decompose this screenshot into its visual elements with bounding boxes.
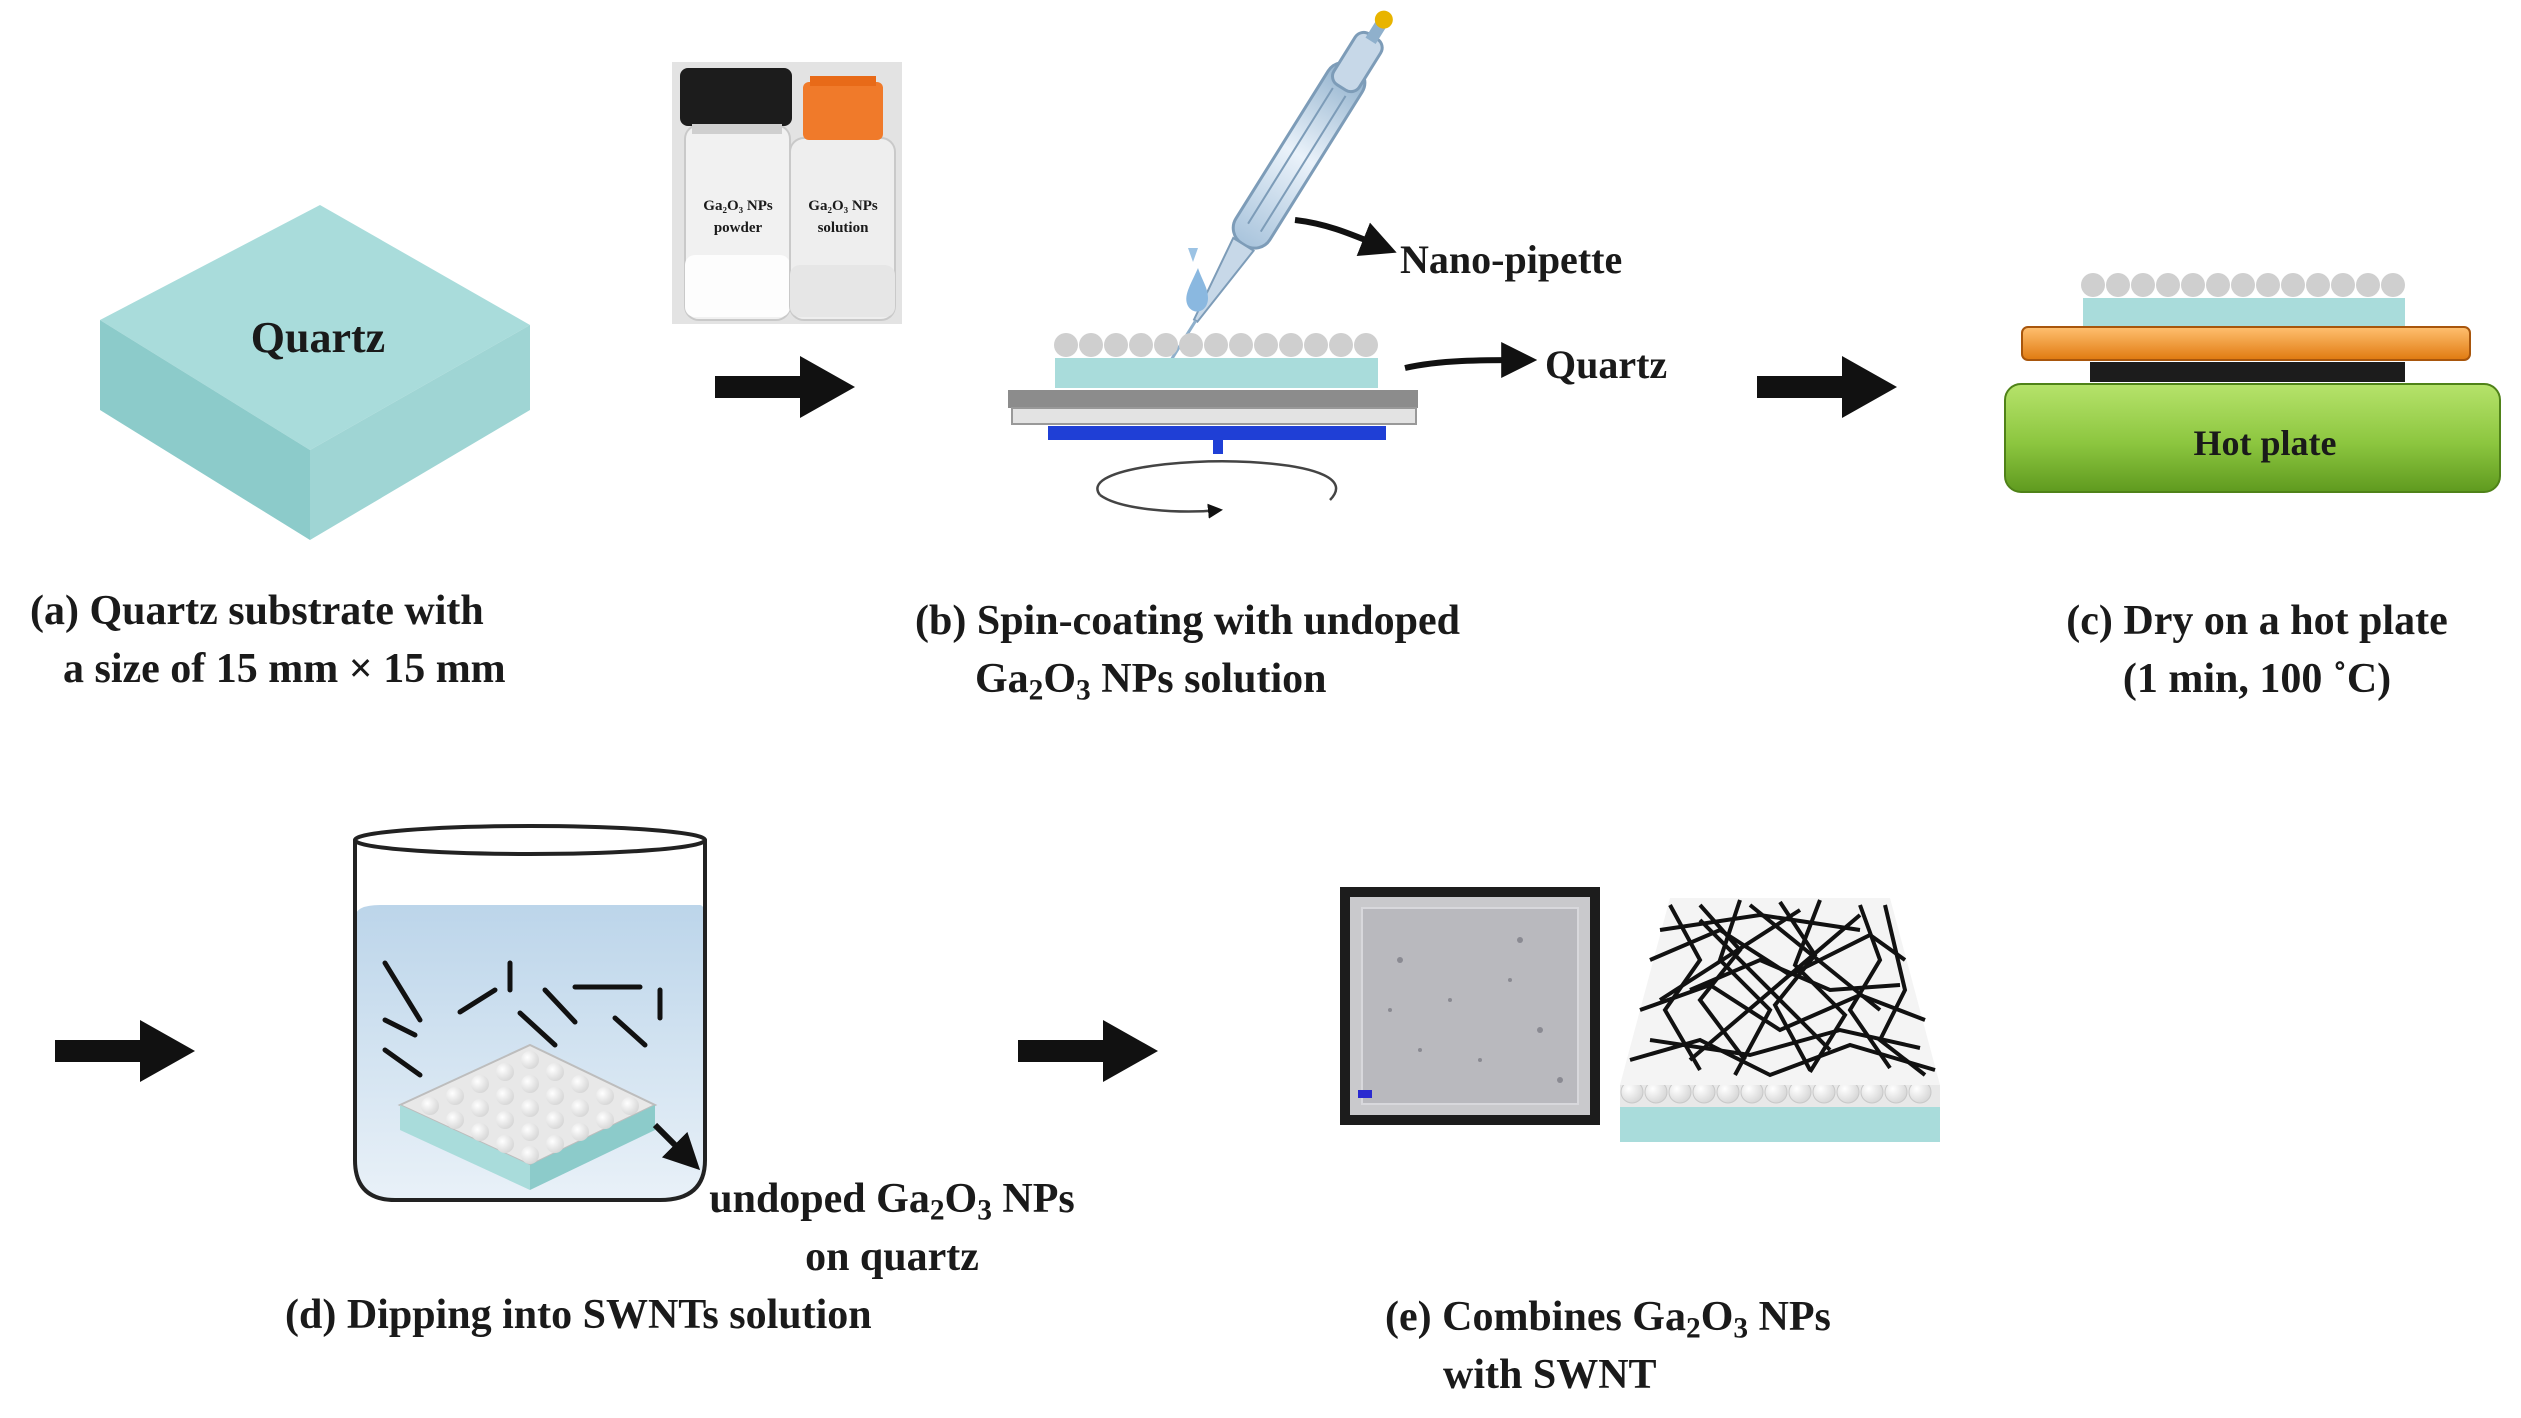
caption-c-line1: (c) Dry on a hot plate — [2066, 598, 2448, 644]
caption-a-line2: a size of 15 mm × 15 mm — [63, 646, 506, 692]
caption-c-line2: (1 min, 100 ˚C) — [2122, 656, 2392, 702]
quartz-substrate: Quartz — [100, 205, 530, 540]
bottle-left-label-1: Ga₂O₃ NPs — [703, 198, 773, 214]
caption-b: (b) Spin-coating with undoped Ga2O3 NPs … — [915, 592, 1460, 708]
swnt-network-model — [1620, 898, 1940, 1142]
pipette-pointer: Nano-pipette — [1294, 217, 1622, 282]
caption-a-line1: (a) Quartz substrate with — [30, 588, 484, 634]
bottle-right-label-1: Ga₂O₃ NPs — [808, 198, 878, 214]
caption-d: (d) Dipping into SWNTs solution — [285, 1286, 872, 1344]
caption-e: (e) Combines Ga2O3 NPs with SWNT — [1385, 1288, 1831, 1404]
caption-e-line2: with SWNT — [1443, 1352, 1657, 1398]
arrow-d-to-e — [1018, 1020, 1158, 1082]
quartz-pointer-label: Quartz — [1545, 342, 1667, 387]
label-d-quartz: undoped Ga2O3 NPs on quartz — [682, 1170, 1102, 1286]
hot-plate-assembly: Hot plate — [2004, 273, 2501, 493]
quartz-pointer: Quartz — [1404, 342, 1667, 387]
label-d-line2: on quartz — [805, 1234, 979, 1280]
quartz-block-label: Quartz — [251, 313, 385, 362]
caption-d-line1: (d) Dipping into SWNTs solution — [285, 1292, 872, 1338]
caption-a: (a) Quartz substrate with a size of 15 m… — [30, 582, 506, 698]
hot-plate-label: Hot plate — [2194, 423, 2337, 463]
spin-coater — [1008, 333, 1418, 519]
nanoparticle-row-b — [1054, 333, 1378, 357]
caption-b-line1: (b) Spin-coating with undoped — [915, 598, 1460, 644]
arrow-a-to-b — [715, 356, 855, 418]
nano-pipette-label: Nano-pipette — [1400, 237, 1622, 282]
quartz-with-nps-in-beaker — [397, 1043, 658, 1190]
bottle-right-label-2: solution — [818, 220, 870, 236]
swnt-sticks — [382, 960, 663, 1078]
caption-e-line1: (e) Combines Ga2O3 NPs — [1385, 1294, 1831, 1345]
bottle-left-label-2: powder — [714, 220, 763, 236]
arrow-b-to-c — [1757, 356, 1897, 418]
label-d-line1: undoped Ga2O3 NPs — [709, 1176, 1075, 1227]
swnt-mesh — [1629, 899, 1936, 1078]
nanoparticle-row-c — [2081, 273, 2405, 297]
caption-c: (c) Dry on a hot plate (1 min, 100 ˚C) — [2032, 592, 2482, 708]
bottles-photo: Ga₂O₃ NPs powder Ga₂O₃ NPs solution — [672, 62, 902, 324]
nano-pipette — [1167, 10, 1393, 364]
sample-photo — [1340, 887, 1600, 1125]
beaker — [353, 824, 707, 1202]
caption-b-line2: Ga2O3 NPs solution — [975, 656, 1327, 707]
arrow-into-d — [55, 1020, 195, 1082]
